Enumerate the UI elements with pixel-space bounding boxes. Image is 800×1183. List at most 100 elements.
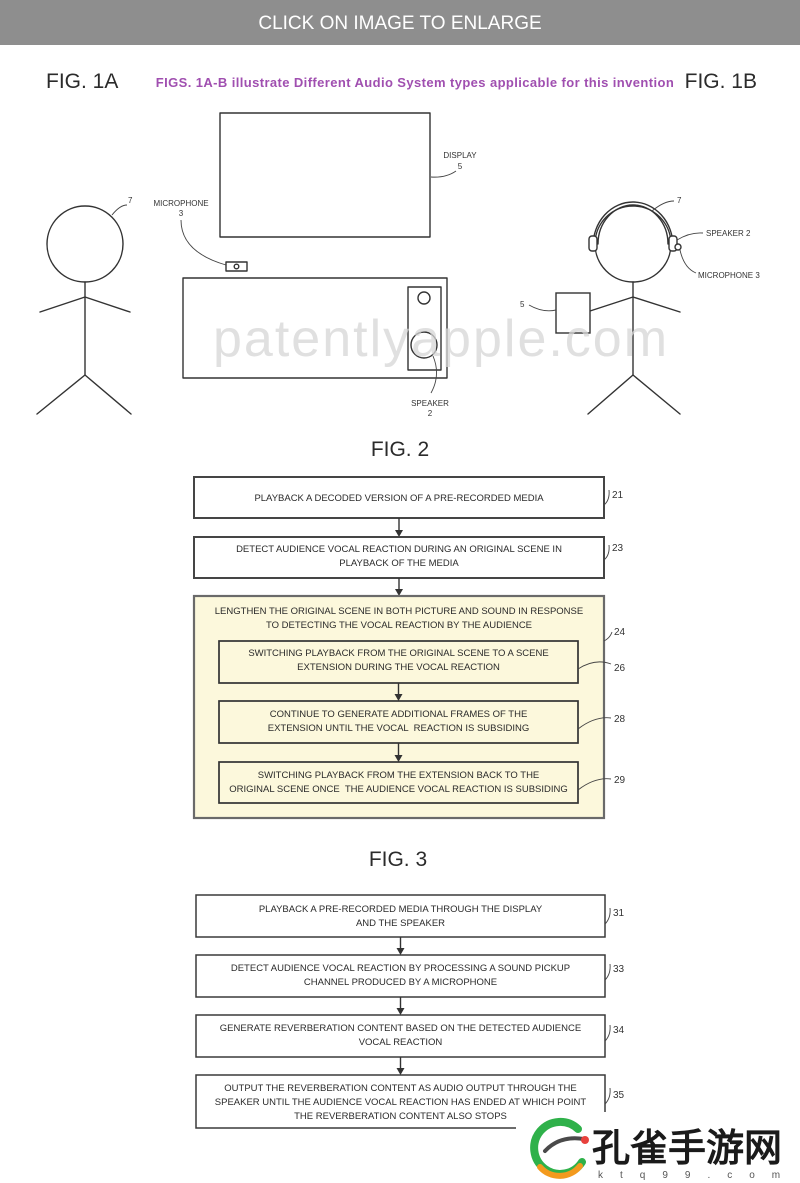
swirl-dark-stroke [543,1136,586,1153]
fig-3-title: FIG. 3 [369,848,427,871]
ref-leader-line [604,1024,611,1042]
flow-arrow [394,743,403,762]
ref-label-23: 23 [612,543,624,554]
headset-microphone-leader-line [679,249,697,274]
flow-box-text-line-2: EXTENSION UNTIL THE VOCAL REACTION IS SU… [268,723,529,734]
site-logo-name: 孔雀手游网 [592,1128,782,1170]
flow-group-24: LENGTHEN THE ORIGINAL SCENE IN BOTH PICT… [192,594,626,820]
fig-2-title: FIG. 2 [371,438,429,461]
listener-head [46,205,124,283]
site-logo-background [516,1112,800,1183]
fig-1b-title: FIG. 1B [685,70,757,93]
swirl-red-dot [581,1136,589,1144]
flow-arrow [396,997,405,1015]
flow-box-text-line-2: VOCAL REACTION [359,1037,443,1048]
fig-1a-drawing: DISPLAY 5 MICROPHONE 3 SPEAKER 2 7 [36,112,477,418]
listener-legs [587,374,681,415]
display-label: DISPLAY [443,151,477,160]
fig-1a-title: FIG. 1A [46,70,118,93]
arrow-head [396,1008,405,1015]
speaker-label: SPEAKER [411,399,449,408]
flow-arrow [394,683,403,701]
flow-box-text-line-1: SWITCHING PLAYBACK FROM THE EXTENSION BA… [258,770,540,781]
flow-box-outline [218,761,579,804]
listener-figure-1b [555,201,682,415]
enlarge-banner-background[interactable] [0,0,800,45]
enlarge-banner-label[interactable]: CLICK ON IMAGE TO ENLARGE [258,13,541,34]
microphone-leader-line [180,219,227,266]
ref-leader-line [577,717,612,730]
flow-box-outline [193,476,605,519]
listener-ref: 7 [677,196,682,205]
site-logo: 孔雀手游网 ktq99.com [516,1112,800,1183]
flow-box-26: SWITCHING PLAYBACK FROM THE ORIGINAL SCE… [218,640,626,684]
flow-arrow [395,518,403,537]
flow-box-21: PLAYBACK A DECODED VERSION OF A PRE-RECO… [193,476,624,519]
listener-left-arm [589,296,634,312]
flow-box-text-line-1: DETECT AUDIENCE VOCAL REACTION BY PROCES… [231,963,570,974]
flow-box-text-line-1: GENERATE REVERBERATION CONTENT BASED ON … [220,1023,581,1034]
flow-box-text-line-1: SWITCHING PLAYBACK FROM THE ORIGINAL SCE… [248,648,548,659]
arrow-head [394,755,403,762]
ref-label-24: 24 [614,627,626,638]
listener-leader-line [651,200,675,212]
peacock-swirl-icon [530,1117,589,1179]
speaker-leader-line [430,355,437,394]
ref-label-26: 26 [614,663,626,674]
flow-box-text-line-2: ORIGINAL SCENE ONCE THE AUDIENCE VOCAL R… [229,784,568,795]
flow-group-text-line-2: TO DETECTING THE VOCAL REACTION BY THE A… [266,620,532,631]
ref-label-34: 34 [613,1025,625,1036]
device-leader-line [528,304,557,312]
microphone-capsule [233,263,240,270]
flow-box-text-line-2: AND THE SPEAKER [356,918,445,929]
flow-group-text-line-1: LENGTHEN THE ORIGINAL SCENE IN BOTH PICT… [215,606,583,617]
ref-leader-line [577,661,612,670]
ref-leader-line [604,963,611,981]
ref-leader-line [603,544,610,561]
listener-figure-1a [36,205,132,415]
flow-box-text-line-2: EXTENSION DURING THE VOCAL REACTION [297,662,500,673]
display-screen [219,112,431,238]
flow-box-text-line-1: CONTINUE TO GENERATE ADDITIONAL FRAMES O… [270,709,528,720]
listener-legs [36,374,132,415]
handheld-display-device [555,292,591,334]
flow-box-text: PLAYBACK A DECODED VERSION OF A PRE-RECO… [254,493,544,504]
swirl-orange-arc [537,1163,583,1179]
flow-box-text-line-3: THE REVERBERATION CONTENT ALSO STOPS [294,1111,507,1122]
flow-box-outline [193,536,605,579]
arrow-head [395,530,403,537]
flow-box-outline [195,894,606,938]
ref-label-35: 35 [613,1090,625,1101]
listener-right-arm [632,296,681,313]
flow-box-29: SWITCHING PLAYBACK FROM THE EXTENSION BA… [218,761,626,804]
headset-microphone-label: MICROPHONE 3 [698,271,760,280]
fig-3-flowchart: PLAYBACK A PRE-RECORDED MEDIA THROUGH TH… [195,894,625,1129]
ref-leader-line [604,1087,611,1105]
display-leader-line [430,170,457,178]
display-ref: 5 [458,162,463,171]
headset-microphone [674,243,682,251]
flow-box-31: PLAYBACK A PRE-RECORDED MEDIA THROUGH TH… [195,894,625,938]
headphone-band-inner [597,204,669,245]
flow-box-34: GENERATE REVERBERATION CONTENT BASED ON … [195,1014,625,1058]
listener-arms [39,296,131,313]
enlarge-banner[interactable]: CLICK ON IMAGE TO ENLARGE [0,0,800,45]
arrow-head [396,1068,405,1075]
arrow-head [396,948,405,955]
flow-box-text-line-1: DETECT AUDIENCE VOCAL REACTION DURING AN… [236,544,562,555]
flow-box-outline [195,1014,606,1058]
listener-head [594,205,672,283]
site-logo-domain: ktq99.com [598,1170,797,1181]
arrow-head [394,694,403,701]
flow-arrow [396,937,405,955]
ref-label-33: 33 [613,964,625,975]
ref-label-31: 31 [613,908,625,919]
headphone-left-earcup [588,235,598,252]
device-ref: 5 [520,300,525,309]
headphone-speaker-leader-line [676,232,704,241]
microphone-ref: 3 [179,209,184,218]
ref-label-21: 21 [612,490,624,501]
fig-1b-drawing: 7 SPEAKER 2 MICROPHONE 3 5 [520,196,760,415]
microphone-device [225,261,248,272]
